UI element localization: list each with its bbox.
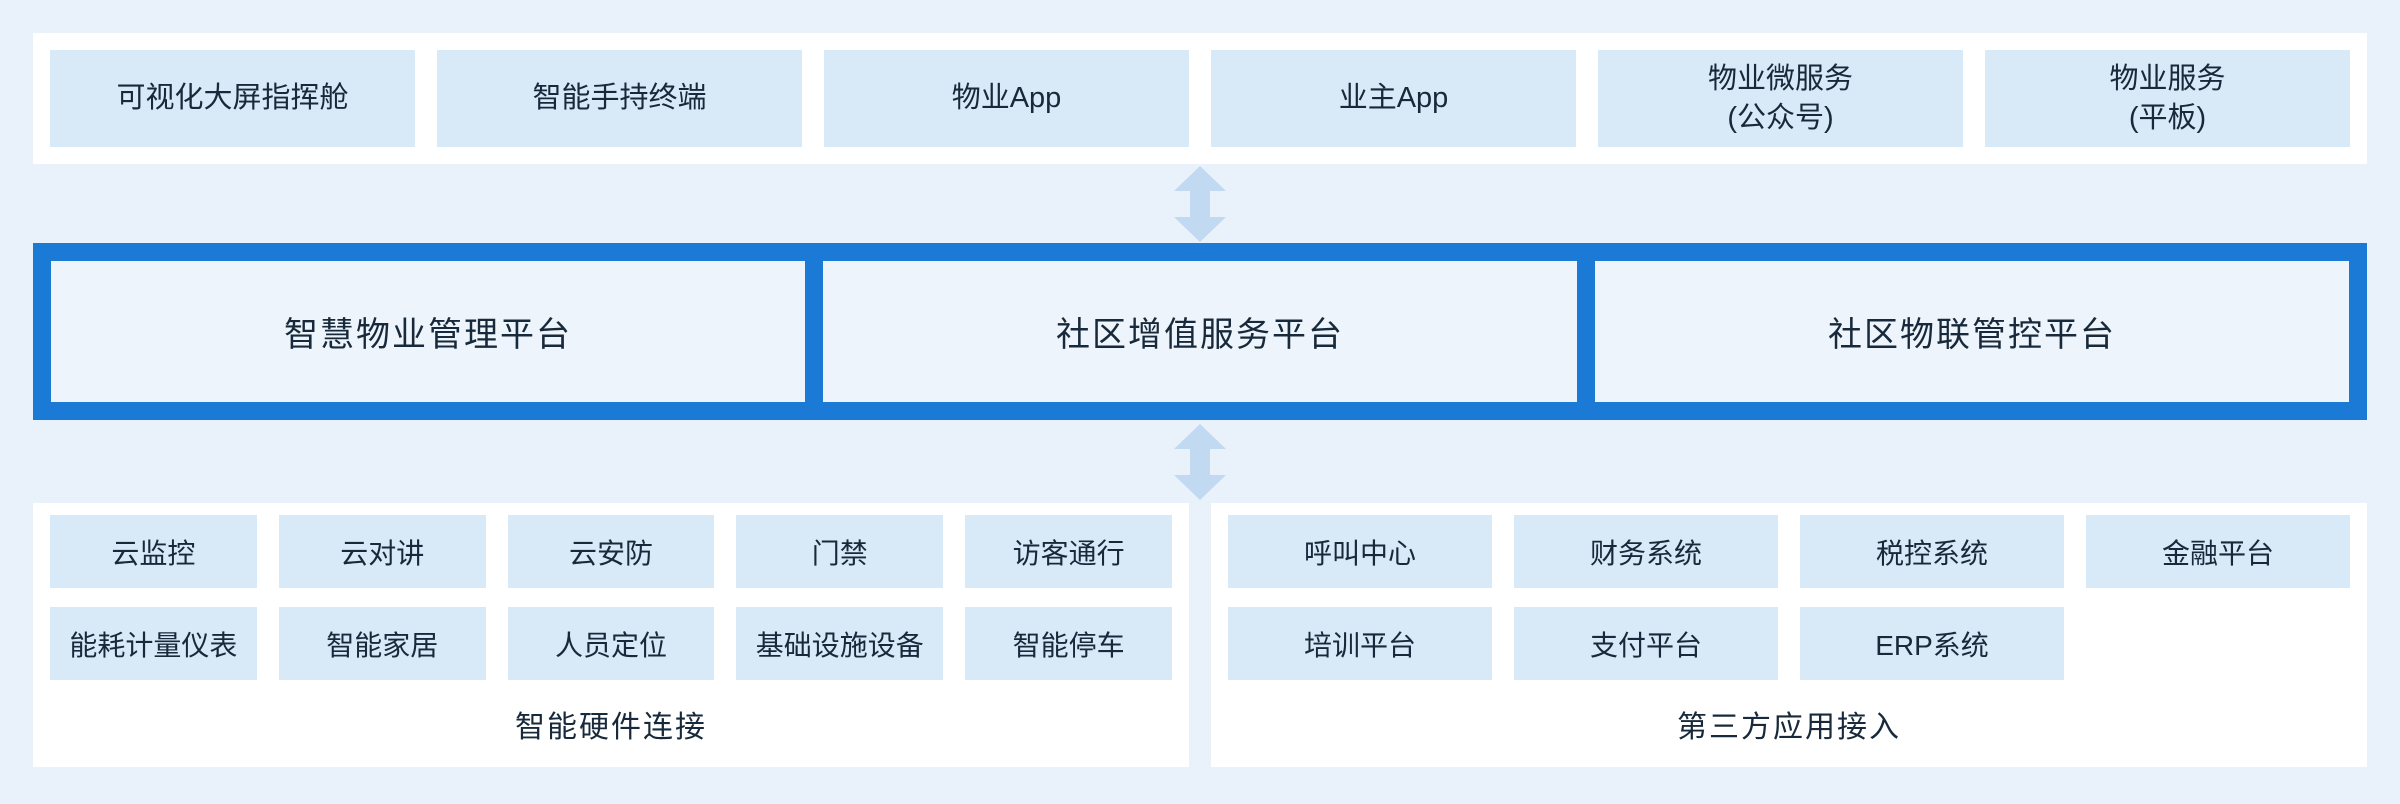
third-party-item-call-center: 呼叫中心 [1228,515,1492,588]
terminal-box-tablet-service: 物业服务 (平板) [1985,50,2350,147]
terminal-box-owner-app: 业主App [1211,50,1576,147]
hardware-item-cloud-monitoring: 云监控 [50,515,257,588]
third-party-item-tax-system: 税控系统 [1800,515,2064,588]
platform-label: 社区增值服务平台 [1056,316,1344,354]
hardware-item-access-control: 门禁 [736,515,944,588]
terminal-box-sublabel: (公众号) [1727,101,1834,134]
platform-label: 智慧物业管理平台 [284,316,572,354]
hardware-group-title: 智能硬件连接 [515,710,707,744]
platform-box-property-management: 智慧物业管理平台 [51,261,805,402]
hardware-item-energy-meter: 能耗计量仪表 [50,607,257,680]
terminal-box-label: 可视化大屏指挥舱 [116,82,349,115]
third-party-group-title: 第三方应用接入 [1677,710,1901,744]
hardware-item-visitor-pass: 访客通行 [965,515,1172,588]
terminal-box-wechat-service: 物业微服务 (公众号) [1598,50,1963,147]
terminal-box-label: 物业App [951,82,1062,115]
hardware-item-smart-parking: 智能停车 [965,607,1172,680]
third-party-item-financial-platform: 金融平台 [2086,515,2350,588]
hardware-item-smart-home: 智能家居 [278,607,486,680]
hardware-item-personnel-location: 人员定位 [507,607,715,680]
third-party-item-erp-system: ERP系统 [1800,607,2064,680]
double-arrow-icon [1172,424,1228,500]
platform-label: 社区物联管控平台 [1828,316,2116,354]
hardware-row-2: 能耗计量仪表 智能家居 人员定位 基础设施设备 智能停车 [50,607,1172,680]
third-party-item-training-platform: 培训平台 [1228,607,1492,680]
terminal-layer-panel: 可视化大屏指挥舱 智能手持终端 物业App 业主App 物业微服务 (公众号) … [33,33,2367,164]
terminal-box-label: 物业服务 [2109,63,2226,96]
terminal-box-label: 业主App [1338,82,1449,115]
third-party-item-finance-system: 财务系统 [1514,515,1778,588]
third-party-item-payment-platform: 支付平台 [1514,607,1778,680]
terminal-box-handheld: 智能手持终端 [437,50,802,147]
third-party-row-2: 培训平台 支付平台 ERP系统 [1228,607,2350,680]
terminal-box-big-screen: 可视化大屏指挥舱 [50,50,415,147]
platform-box-value-added-service: 社区增值服务平台 [823,261,1577,402]
platform-box-iot-control: 社区物联管控平台 [1595,261,2349,402]
bottom-layer: 云监控 云对讲 云安防 门禁 访客通行 能耗计量仪表 智能家居 人员定位 基础设… [33,503,2367,767]
third-party-group-panel: 呼叫中心 财务系统 税控系统 金融平台 培训平台 支付平台 ERP系统 第三方应… [1211,503,2367,767]
hardware-group-panel: 云监控 云对讲 云安防 门禁 访客通行 能耗计量仪表 智能家居 人员定位 基础设… [33,503,1189,767]
terminal-box-sublabel: (平板) [2128,101,2207,134]
hardware-row-1: 云监控 云对讲 云安防 门禁 访客通行 [50,515,1172,588]
third-party-row-1: 呼叫中心 财务系统 税控系统 金融平台 [1228,515,2350,588]
terminal-box-label: 智能手持终端 [532,82,707,115]
terminal-box-property-app: 物业App [824,50,1189,147]
double-arrow-icon [1172,166,1228,242]
terminal-box-label: 物业微服务 [1707,63,1853,96]
hardware-item-cloud-security: 云安防 [507,515,715,588]
hardware-item-infrastructure: 基础设施设备 [736,607,944,680]
hardware-group-rows: 云监控 云对讲 云安防 门禁 访客通行 能耗计量仪表 智能家居 人员定位 基础设… [50,515,1172,680]
hardware-item-cloud-intercom: 云对讲 [278,515,486,588]
platform-band: 智慧物业管理平台 社区增值服务平台 社区物联管控平台 [33,243,2367,420]
third-party-item-empty-slot [2086,607,2350,680]
third-party-group-rows: 呼叫中心 财务系统 税控系统 金融平台 培训平台 支付平台 ERP系统 [1228,515,2350,680]
